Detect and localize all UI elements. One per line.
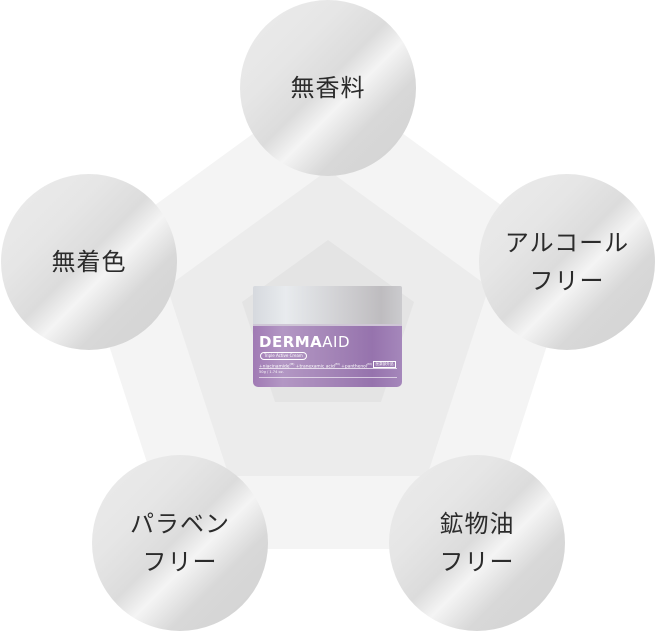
divider xyxy=(259,368,397,369)
feature-label-line2: フリー xyxy=(439,548,515,576)
ingredient: +tranexamic acid xyxy=(295,364,335,370)
feature-circle-colorant-free: 無着色 xyxy=(1,174,177,350)
product-jar-image: DERMAAID Triple Active Cream +niacinamid… xyxy=(253,286,402,387)
feature-label: 無香料 xyxy=(290,74,366,102)
jar-lid xyxy=(253,286,402,324)
ingredient: +niacinamide xyxy=(259,364,290,370)
ingredient-mark: (M) xyxy=(334,362,340,366)
ingredient: +panthenol xyxy=(341,364,368,370)
ingredient-list: +niacinamide(M) +tranexamic acid(M) +pan… xyxy=(259,361,372,370)
brand-light: AID xyxy=(322,333,351,351)
ingredient-mark: (M) xyxy=(289,362,295,366)
feature-label-line2: フリー xyxy=(529,267,605,295)
feature-circle-paraben-free: パラベン フリー xyxy=(92,455,268,631)
feature-circle-alcohol-free: アルコール フリー xyxy=(479,174,655,350)
ingredient-mark: (M) xyxy=(367,362,372,366)
feature-label-line2: フリー xyxy=(142,548,218,576)
feature-label-line1: アルコール xyxy=(504,229,630,257)
jar-label: DERMAAID Triple Active Cream +niacinamid… xyxy=(253,326,402,387)
feature-circle-fragrance-free: 無香料 xyxy=(240,0,416,176)
product-subtitle: Triple Active Cream xyxy=(260,352,307,360)
feature-label: 無着色 xyxy=(51,248,127,276)
brand-logo: DERMAAID xyxy=(259,334,350,350)
feature-circle-mineral-oil-free: 鉱物油 フリー xyxy=(389,455,565,631)
feature-label-line1: 鉱物油 xyxy=(439,510,515,538)
quasi-drug-badge: 医薬部外品 xyxy=(373,361,396,368)
product-size: 50g / 1.74 oz. xyxy=(259,370,284,374)
jar-rim xyxy=(253,324,402,326)
divider xyxy=(259,377,397,378)
feature-label-line1: パラベン xyxy=(130,510,230,538)
brand-bold: DERMA xyxy=(259,333,323,351)
